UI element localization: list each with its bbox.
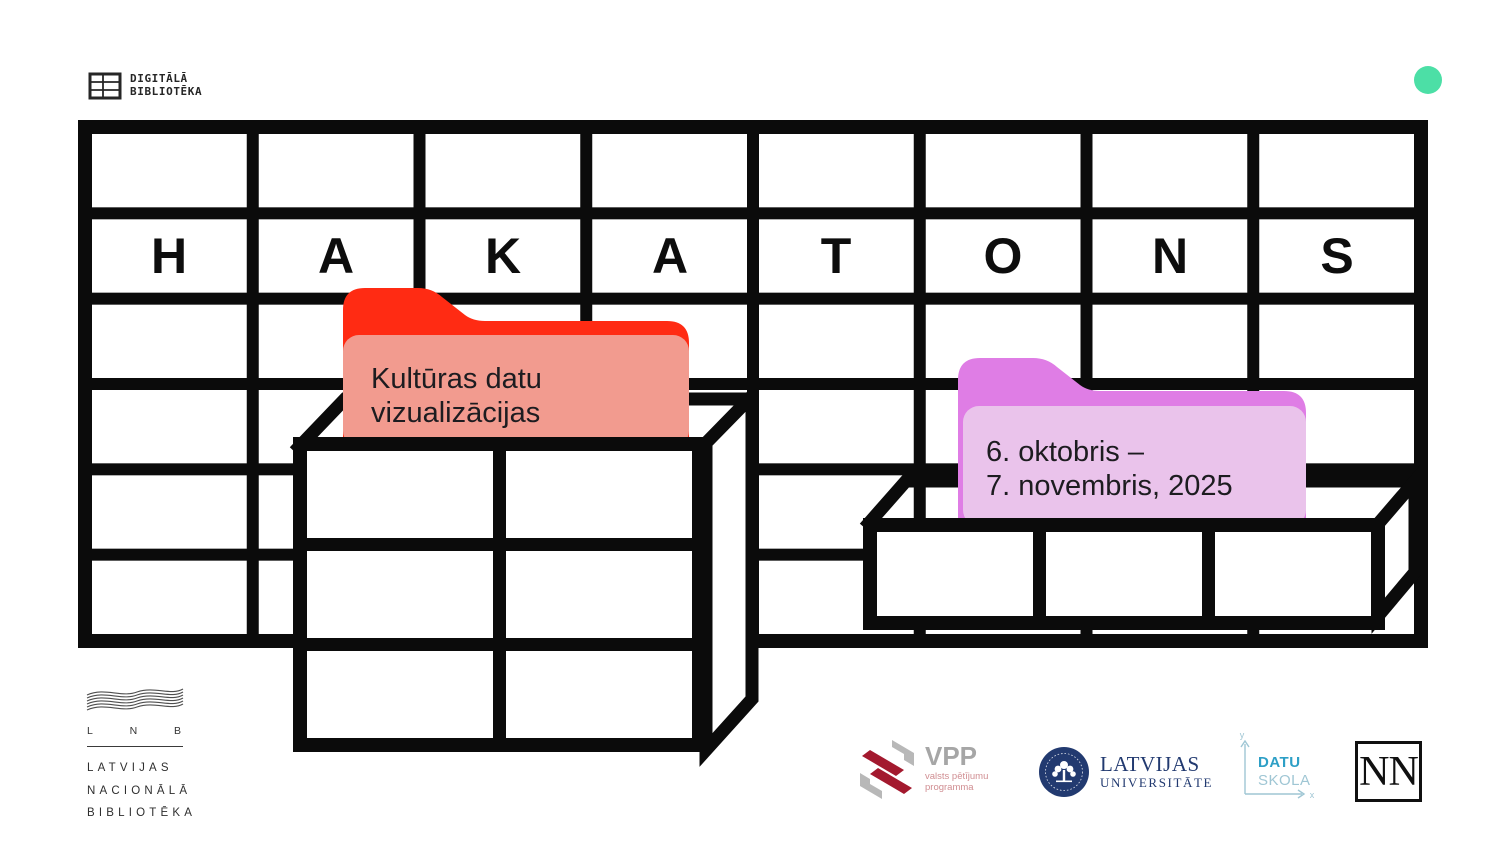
lnb-rule — [87, 746, 183, 747]
lnb-initial-l: L — [87, 725, 93, 737]
tray-front-face — [863, 518, 1385, 630]
grid-cell — [92, 304, 247, 378]
grid-cell — [92, 560, 247, 634]
grid-cell — [1092, 134, 1248, 208]
lu-logo: LATVIJAS UNIVERSITĀTE — [1038, 746, 1213, 798]
box-cell — [307, 651, 493, 738]
box-left-side-face — [699, 380, 759, 767]
box-cell — [506, 451, 692, 538]
axes-icon: y x — [1240, 730, 1315, 800]
tray-cell — [1046, 532, 1202, 616]
digitala-biblioteka-logo: DIGITĀLĀ BIBLIOTĒKA — [88, 72, 202, 100]
grid-cell — [92, 134, 247, 208]
lnb-waves-icon — [86, 688, 184, 711]
folder-red-front — [343, 335, 689, 447]
grid-cell — [92, 390, 247, 464]
grid-cell — [425, 219, 581, 293]
nn-logo: NN — [1355, 741, 1422, 802]
grid-letter: O — [984, 228, 1023, 284]
grid-cell — [258, 219, 414, 293]
datu-skola-logo: y x DATU SKOLA — [1234, 730, 1326, 808]
grid-cell — [925, 134, 1081, 208]
box-cell — [307, 551, 493, 638]
brand-line-2: BIBLIOTĒKA — [130, 84, 203, 98]
grid-cell — [592, 219, 747, 293]
lu-seal-icon — [1039, 747, 1089, 797]
axis-y-label: y — [1240, 730, 1245, 740]
vpp-abbr: VPP — [925, 741, 978, 771]
tray-right: 6. oktobris – 7. novembris, 2025 — [859, 358, 1422, 634]
vpp-sub-line2: programma — [925, 782, 974, 793]
table-icon — [88, 72, 122, 100]
grid-cell — [759, 390, 914, 464]
lu-name: LATVIJAS — [1100, 751, 1200, 776]
grid-cell — [1259, 304, 1414, 378]
datu-skola-word2: SKOLA — [1258, 772, 1311, 789]
grid-letter: T — [821, 228, 852, 284]
mint-dot — [1414, 66, 1442, 94]
tray-cell — [877, 532, 1033, 616]
folder-purple-front — [963, 406, 1306, 526]
grid-letter: H — [151, 228, 187, 284]
lnb-initial-n: N — [129, 725, 138, 737]
grid-cell — [1259, 219, 1414, 293]
vpp-logo: VPP valsts pētījumu programma — [858, 738, 988, 802]
vpp-icon — [860, 740, 914, 799]
grid-cell — [1259, 134, 1414, 208]
box-left-front-face — [293, 437, 706, 752]
grid-cell — [425, 134, 581, 208]
lnb-name-line3: BIBLIOTĒKA — [87, 807, 197, 819]
grid-letters: H A K A T O N S — [151, 228, 1354, 284]
grid-cell — [92, 475, 247, 549]
grid-letter: N — [1152, 228, 1188, 284]
folder-purple-label-line2: 7. novembris, 2025 — [986, 470, 1233, 502]
grid-cell — [1092, 219, 1248, 293]
grid-cell — [92, 219, 247, 293]
folder-red: Kultūras datu vizualizācijas — [343, 288, 689, 450]
box-left: Kultūras datu vizualizācijas — [289, 288, 759, 767]
box-cell — [307, 451, 493, 538]
grid-cell — [759, 304, 914, 378]
brand-line-1: DIGITĀLĀ — [130, 72, 188, 85]
grid-cell — [759, 134, 914, 208]
tray-cell — [1215, 532, 1371, 616]
folder-red-label-line1: Kultūras datu — [371, 363, 542, 395]
lu-subname: UNIVERSITĀTE — [1100, 774, 1214, 790]
grid-letter: A — [318, 228, 354, 284]
box-cell — [506, 551, 692, 638]
grid-letter: A — [652, 228, 688, 284]
datu-skola-word1: DATU — [1258, 754, 1301, 771]
grid-cell — [592, 134, 747, 208]
axis-x-label: x — [1310, 790, 1315, 800]
grid-cell — [925, 219, 1081, 293]
folder-purple: 6. oktobris – 7. novembris, 2025 — [958, 358, 1306, 530]
lnb-name-line2: NACIONĀLĀ — [87, 784, 192, 797]
lnb-name-line1: LATVIJAS — [87, 762, 173, 774]
lnb-initial-b: B — [173, 725, 181, 737]
folder-red-label-line2: vizualizācijas — [371, 397, 540, 429]
vpp-sub-line1: valsts pētījumu — [925, 771, 989, 782]
grid-cell — [759, 219, 914, 293]
grid-cell — [1092, 304, 1248, 378]
grid-letter: S — [1320, 228, 1353, 284]
grid-cell — [258, 134, 414, 208]
grid-letter: K — [485, 228, 521, 284]
folder-purple-label-line1: 6. oktobris – — [986, 436, 1145, 468]
nn-letters: NN — [1359, 748, 1419, 795]
box-cell — [506, 651, 692, 738]
lnb-logo: L N B LATVIJAS NACIONĀLĀ BIBLIOTĒKA — [85, 686, 197, 825]
